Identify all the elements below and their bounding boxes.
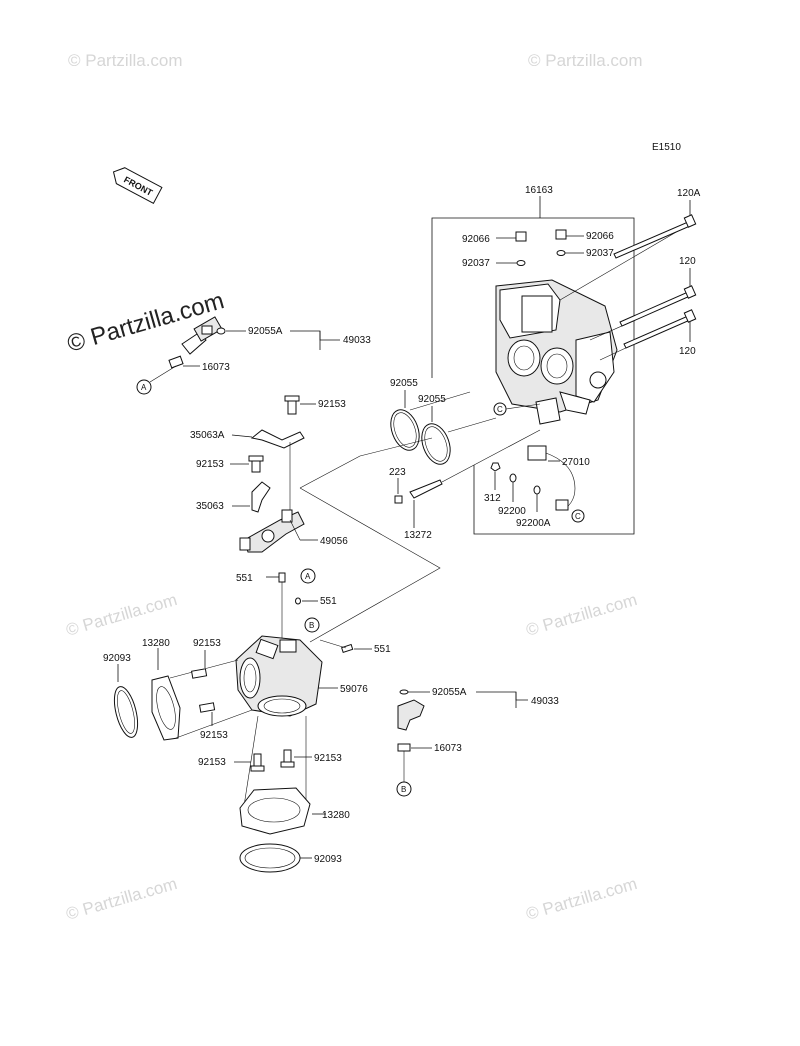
throttle-body-assembly: 16163 92066 92066 92037 92037: [431, 185, 691, 535]
part-label-92037-right: 92037: [586, 248, 614, 259]
part-label-59076: 59076: [340, 684, 368, 695]
part-label-35063: 35063: [196, 501, 224, 512]
watermark: © Partzilla.com: [64, 590, 179, 640]
o-rings-92055: 92055 92055: [390, 378, 497, 465]
part-label-551-3: 551: [374, 644, 391, 655]
part-label-120a: 120A: [677, 188, 701, 199]
part-label-92153-3: 92153: [193, 638, 221, 649]
watermark: © Partzilla.com: [528, 51, 643, 70]
watermark: © Partzilla.com: [524, 874, 639, 924]
ref-letter-c: C: [575, 512, 581, 521]
part-label-49056: 49056: [320, 536, 348, 547]
part-label-312: 312: [484, 493, 501, 504]
part-label-16073-bottom: 16073: [434, 743, 462, 754]
part-label-16163: 16163: [525, 185, 553, 196]
fuel-rail-group: 92153 35063A 92153 35063 49056 551 A: [190, 395, 348, 640]
part-label-27010: 27010: [562, 457, 590, 468]
watermark: © Partzilla.com: [64, 874, 179, 924]
ref-circle-c: [571, 509, 585, 523]
part-label-92153-2: 92153: [196, 459, 224, 470]
part-label-120-top: 120: [679, 256, 696, 267]
part-label-92093-left: 92093: [103, 653, 131, 664]
ref-letter-b: B: [309, 621, 314, 630]
ref-circle-a: [300, 568, 316, 584]
part-label-92200: 92200: [498, 506, 526, 517]
part-label-92153-1: 92153: [318, 399, 346, 410]
part-label-13280-left: 13280: [142, 638, 170, 649]
part-label-92153-4: 92153: [200, 730, 228, 741]
watermark: © Partzilla.com: [524, 590, 639, 640]
part-label-16073-top: 16073: [202, 362, 230, 373]
part-label-13272: 13272: [404, 530, 432, 541]
part-label-120-bottom: 120: [679, 346, 696, 357]
bolts-120: 120A 120 120: [613, 188, 701, 357]
part-label-551-1: 551: [236, 573, 253, 584]
front-arrow-icon: FRONT: [112, 167, 163, 205]
part-label-92066-left: 92066: [462, 234, 490, 245]
ref-letter-c: C: [497, 405, 503, 414]
watermark-main: © Partzilla.com: [64, 287, 227, 358]
ref-circle-a: [136, 379, 152, 395]
part-label-551-2: 551: [320, 596, 337, 607]
fuel-injector-upper: 92055A 49033 16073 A: [136, 316, 371, 395]
part-label-49033-bottom: 49033: [531, 696, 559, 707]
bracket-13272: 223 13272: [389, 429, 541, 541]
part-label-92066-right: 92066: [586, 231, 614, 242]
part-label-92055-right: 92055: [418, 394, 446, 405]
part-label-92055-left: 92055: [390, 378, 418, 389]
part-label-92055a-top: 92055A: [248, 326, 283, 337]
diagram-code: E1510: [652, 142, 681, 153]
part-label-13280-bottom: 13280: [322, 810, 350, 821]
ref-circle-b: [396, 781, 412, 797]
part-label-92093-bottom: 92093: [314, 854, 342, 865]
lower-flange-group: 92153 92153 13280 92093: [198, 715, 350, 873]
part-label-35063a: 35063A: [190, 430, 225, 441]
part-label-92055a-bottom: 92055A: [432, 687, 467, 698]
part-label-92037-left: 92037: [462, 258, 490, 269]
part-label-49033-top: 49033: [343, 335, 371, 346]
part-label-92200a: 92200A: [516, 518, 551, 529]
left-flange-group: 92093 13280 92153 92153: [103, 638, 253, 741]
part-label-92153-6: 92153: [314, 753, 342, 764]
part-label-92153-5: 92153: [198, 757, 226, 768]
watermark: © Partzilla.com: [68, 51, 183, 70]
ref-circle-b: [304, 617, 320, 633]
ref-letter-b: B: [401, 785, 406, 794]
intake-manifold-59076: 551 B 551 59076: [235, 596, 391, 717]
part-label-223: 223: [389, 467, 406, 478]
ref-letter-a: A: [305, 572, 311, 581]
fuel-injector-lower: 92055A 49033 16073 B: [396, 687, 559, 797]
ref-letter-a: A: [141, 383, 147, 392]
